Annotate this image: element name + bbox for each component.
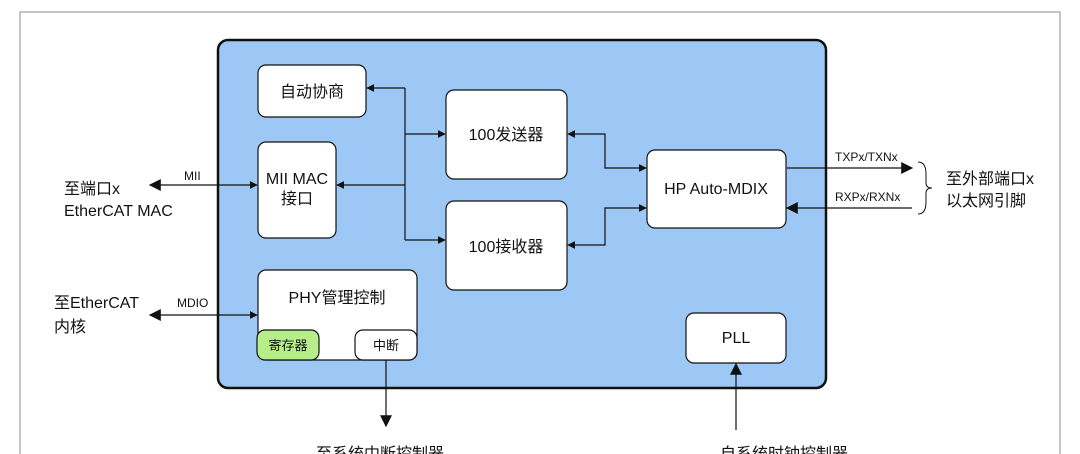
rx-signal-label: RXPx/RXNx [835, 190, 900, 204]
auto-mdix-block: HP Auto-MDIX [646, 149, 787, 229]
clock-controller-label: 自系统时钟控制器 [720, 445, 848, 454]
auto-mdix-label: HP Auto-MDIX [664, 181, 768, 198]
left-bottom-label-line1: 至EtherCAT [54, 295, 139, 312]
mii-mac-label-line2: 接口 [281, 190, 313, 208]
right-brace [917, 161, 933, 215]
mii-signal-label: MII [184, 169, 201, 183]
receiver-label: 100接收器 [469, 238, 544, 256]
left-top-label-line2: EtherCAT MAC [64, 203, 173, 220]
receiver-block: 100接收器 [445, 200, 568, 291]
registers-block [256, 329, 320, 361]
transmitter-label: 100发送器 [469, 126, 544, 144]
tx-signal-label: TXPx/TXNx [835, 150, 898, 164]
pll-label: PLL [722, 330, 751, 347]
auto-negotiation-block: 自动协商 [257, 64, 367, 118]
arrow-receiver-mdix [567, 204, 647, 249]
arrow-transmitter-mdix [567, 130, 647, 172]
right-label-line2: 以太网引脚 [946, 192, 1026, 210]
mii-mac-interface-block: MII MAC 接口 [257, 141, 337, 239]
right-label-line1: 至外部端口x [946, 170, 1034, 188]
interrupt-label: 中断 [373, 338, 399, 353]
interrupt-controller-label: 至系统中断控制器 [316, 445, 444, 454]
mdio-signal-label: MDIO [177, 296, 208, 310]
auto-negotiation-label: 自动协商 [280, 83, 344, 101]
external-connections [148, 162, 914, 430]
pll-block: PLL [685, 312, 787, 364]
left-top-label-line1: 至端口x [64, 180, 120, 198]
registers-label: 寄存器 [268, 338, 307, 353]
mii-mac-label-line1: MII MAC [266, 171, 328, 188]
internal-connections [336, 84, 647, 249]
outer-frame [19, 11, 1061, 454]
transmitter-block: 100发送器 [445, 89, 568, 180]
phy-management-block: PHY管理控制 寄存器 中断 [256, 269, 418, 361]
left-bottom-label-line2: 内核 [54, 318, 86, 336]
phy-management-label: PHY管理控制 [289, 289, 386, 307]
